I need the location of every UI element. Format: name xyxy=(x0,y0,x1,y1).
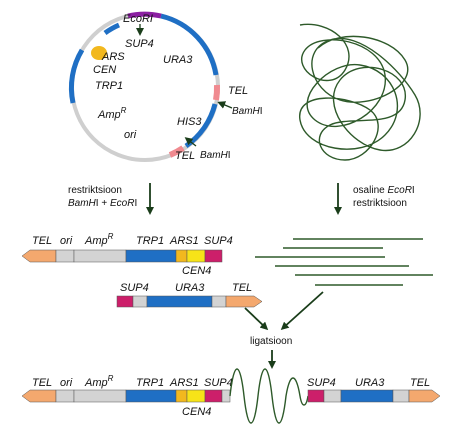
genomic-dna-coil xyxy=(299,23,421,161)
prod-amp-label: AmpR xyxy=(84,374,114,389)
plasmid-sup4-label: SUP4 xyxy=(125,38,154,50)
plasmid-bamhi-bottom-arrow xyxy=(184,137,197,147)
plasmid-tel-right xyxy=(213,84,221,101)
plasmid-trp1-label: TRP1 xyxy=(95,80,123,92)
frag-left-amp-label: AmpR xyxy=(84,232,114,247)
prod-sup4-2 xyxy=(307,389,325,403)
plasmid-tel-bottom-label: TEL xyxy=(175,150,195,162)
step-right-line2: restriktsioon xyxy=(353,198,407,209)
ligation-label: ligatsioon xyxy=(250,336,292,347)
frag-left-ori xyxy=(55,249,75,263)
frag-right-spacer2 xyxy=(211,295,227,308)
prod-ura3-label: URA3 xyxy=(355,377,385,389)
prod-sup4-2-label: SUP4 xyxy=(307,377,336,389)
fragment-left: TEL ori AmpR TRP1 ARS1 SUP4 CEN4 xyxy=(21,232,233,277)
plasmid-bamhi-right-label: BamHI xyxy=(232,106,263,117)
frag-left-cen4-label: CEN4 xyxy=(182,265,211,277)
plasmid-cen-label: CEN xyxy=(93,64,116,76)
prod-ori-label: ori xyxy=(60,377,73,389)
frag-left-tel xyxy=(21,249,57,263)
frag-right-tel-label: TEL xyxy=(232,282,252,294)
prod-spacer3 xyxy=(392,389,410,403)
plasmid-ars-region xyxy=(103,22,121,36)
genomic-fragments xyxy=(255,238,433,286)
prod-amp xyxy=(73,389,127,403)
frag-left-ars1 xyxy=(175,249,188,263)
prod-trp1-label: TRP1 xyxy=(136,377,164,389)
step-left-line2: BamHI + EcoRI xyxy=(68,198,137,209)
fragment-right: SUP4 URA3 TEL xyxy=(116,282,263,308)
step-left-line1: restriktsioon xyxy=(68,185,122,196)
plasmid-ura3-label: URA3 xyxy=(163,54,193,66)
frag-left-sup4 xyxy=(204,249,223,263)
prod-ars1-label: ARS1 xyxy=(169,377,199,389)
plasmid: EcoRI SUP4 URA3 ARS CEN TRP1 AmpR ori TE… xyxy=(68,11,263,162)
prod-spacer2 xyxy=(323,389,342,403)
plasmid-bamhi-bottom-label: BamHI xyxy=(200,150,231,161)
prod-tel2 xyxy=(408,389,441,403)
prod-sup4-1 xyxy=(204,389,223,403)
plasmid-ars-label: ARS xyxy=(101,51,125,63)
plasmid-ecori-label: EcoRI xyxy=(123,13,153,25)
plasmid-cen-ars-blob xyxy=(91,46,107,60)
prod-ori xyxy=(55,389,75,403)
prod-cen4-label: CEN4 xyxy=(182,406,211,418)
frag-left-tel-label: TEL xyxy=(32,235,52,247)
plasmid-tel-right-label: TEL xyxy=(228,85,248,97)
frag-right-sup4-label: SUP4 xyxy=(120,282,149,294)
plasmid-tel-bottom xyxy=(168,145,185,158)
frag-right-spacer xyxy=(132,295,148,308)
plasmid-ori-label: ori xyxy=(124,129,137,141)
plasmid-ampr-label: AmpR xyxy=(97,106,127,121)
frag-right-sup4 xyxy=(116,295,134,308)
prod-tel1 xyxy=(21,389,57,403)
frag-left-trp1-label: TRP1 xyxy=(136,235,164,247)
frag-left-ori-label: ori xyxy=(60,235,73,247)
prod-tel2-label: TEL xyxy=(410,377,430,389)
frag-left-cen4 xyxy=(186,249,206,263)
prod-cen4 xyxy=(186,389,206,403)
prod-spacer xyxy=(221,389,231,403)
prod-trp1 xyxy=(125,389,177,403)
prod-tel1-label: TEL xyxy=(32,377,52,389)
ligation-arrow-right xyxy=(280,291,324,331)
step-right-line1: osaline EcoRI xyxy=(353,185,415,196)
prod-genomic-insert xyxy=(229,368,309,424)
frag-left-amp xyxy=(73,249,127,263)
recombinant-product: TEL ori AmpR TRP1 ARS1 SUP4 SUP4 URA3 TE… xyxy=(21,368,441,424)
ligation-arrow-left xyxy=(244,307,269,331)
frag-left-trp1 xyxy=(125,249,177,263)
prod-sup4-1-label: SUP4 xyxy=(204,377,233,389)
plasmid-bamhi-right-arrow xyxy=(217,101,233,109)
frag-right-ura3 xyxy=(146,295,213,308)
frag-left-sup4-label: SUP4 xyxy=(204,235,233,247)
prod-ura3 xyxy=(340,389,394,403)
plasmid-sup4-region xyxy=(127,11,162,19)
frag-left-ars1-label: ARS1 xyxy=(169,235,199,247)
plasmid-ura3-region xyxy=(160,13,219,76)
frag-right-tel xyxy=(225,295,263,308)
prod-ars1 xyxy=(175,389,188,403)
plasmid-his3-label: HIS3 xyxy=(177,116,202,128)
plasmid-trp1-region xyxy=(68,48,85,104)
frag-right-ura3-label: URA3 xyxy=(175,282,205,294)
